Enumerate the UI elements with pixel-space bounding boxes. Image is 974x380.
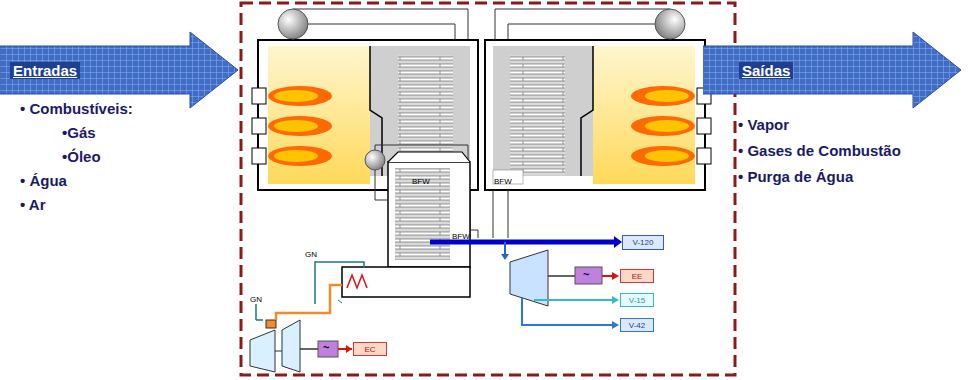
power-export-box: EC (353, 342, 387, 356)
power-export-box: EE (620, 269, 654, 283)
arrow-heading: Saídas (739, 62, 793, 79)
input-item: •Óleo (62, 148, 101, 165)
steam-level-box: V-42 (620, 318, 654, 332)
block-arrow-outline (703, 32, 961, 108)
stream-tag: EE (632, 272, 643, 281)
input-arrow: Entradas (0, 30, 240, 110)
generator-symbol: ~ (323, 341, 329, 353)
input-item: • Água (20, 172, 67, 189)
fuel-label: GN (250, 295, 262, 304)
feedwater-label: BFW (452, 232, 470, 241)
block-arrow-outline (0, 32, 238, 108)
steam-level-box: V-15 (620, 293, 654, 307)
input-item: •Gás (62, 124, 96, 141)
stream-tag: V-120 (633, 238, 654, 247)
input-item: • Combustíveis: (20, 100, 133, 117)
output-item: • Vapor (738, 116, 789, 133)
output-item: • Purga de Água (738, 168, 853, 185)
generator-symbol: ~ (583, 268, 589, 280)
stream-tag: V-42 (629, 321, 645, 330)
output-arrow: Saídas (703, 30, 963, 110)
input-item: • Ar (20, 196, 46, 213)
stream-tag: EC (364, 345, 375, 354)
feedwater-label: BFW (412, 177, 430, 186)
feedwater-label: BFW (494, 177, 512, 186)
stream-tag: V-15 (629, 296, 645, 305)
output-item: • Gases de Combustão (738, 142, 901, 159)
fuel-label: GN (305, 250, 317, 259)
arrow-heading: Entradas (10, 62, 80, 79)
steam-header-box: V-120 (622, 235, 664, 250)
